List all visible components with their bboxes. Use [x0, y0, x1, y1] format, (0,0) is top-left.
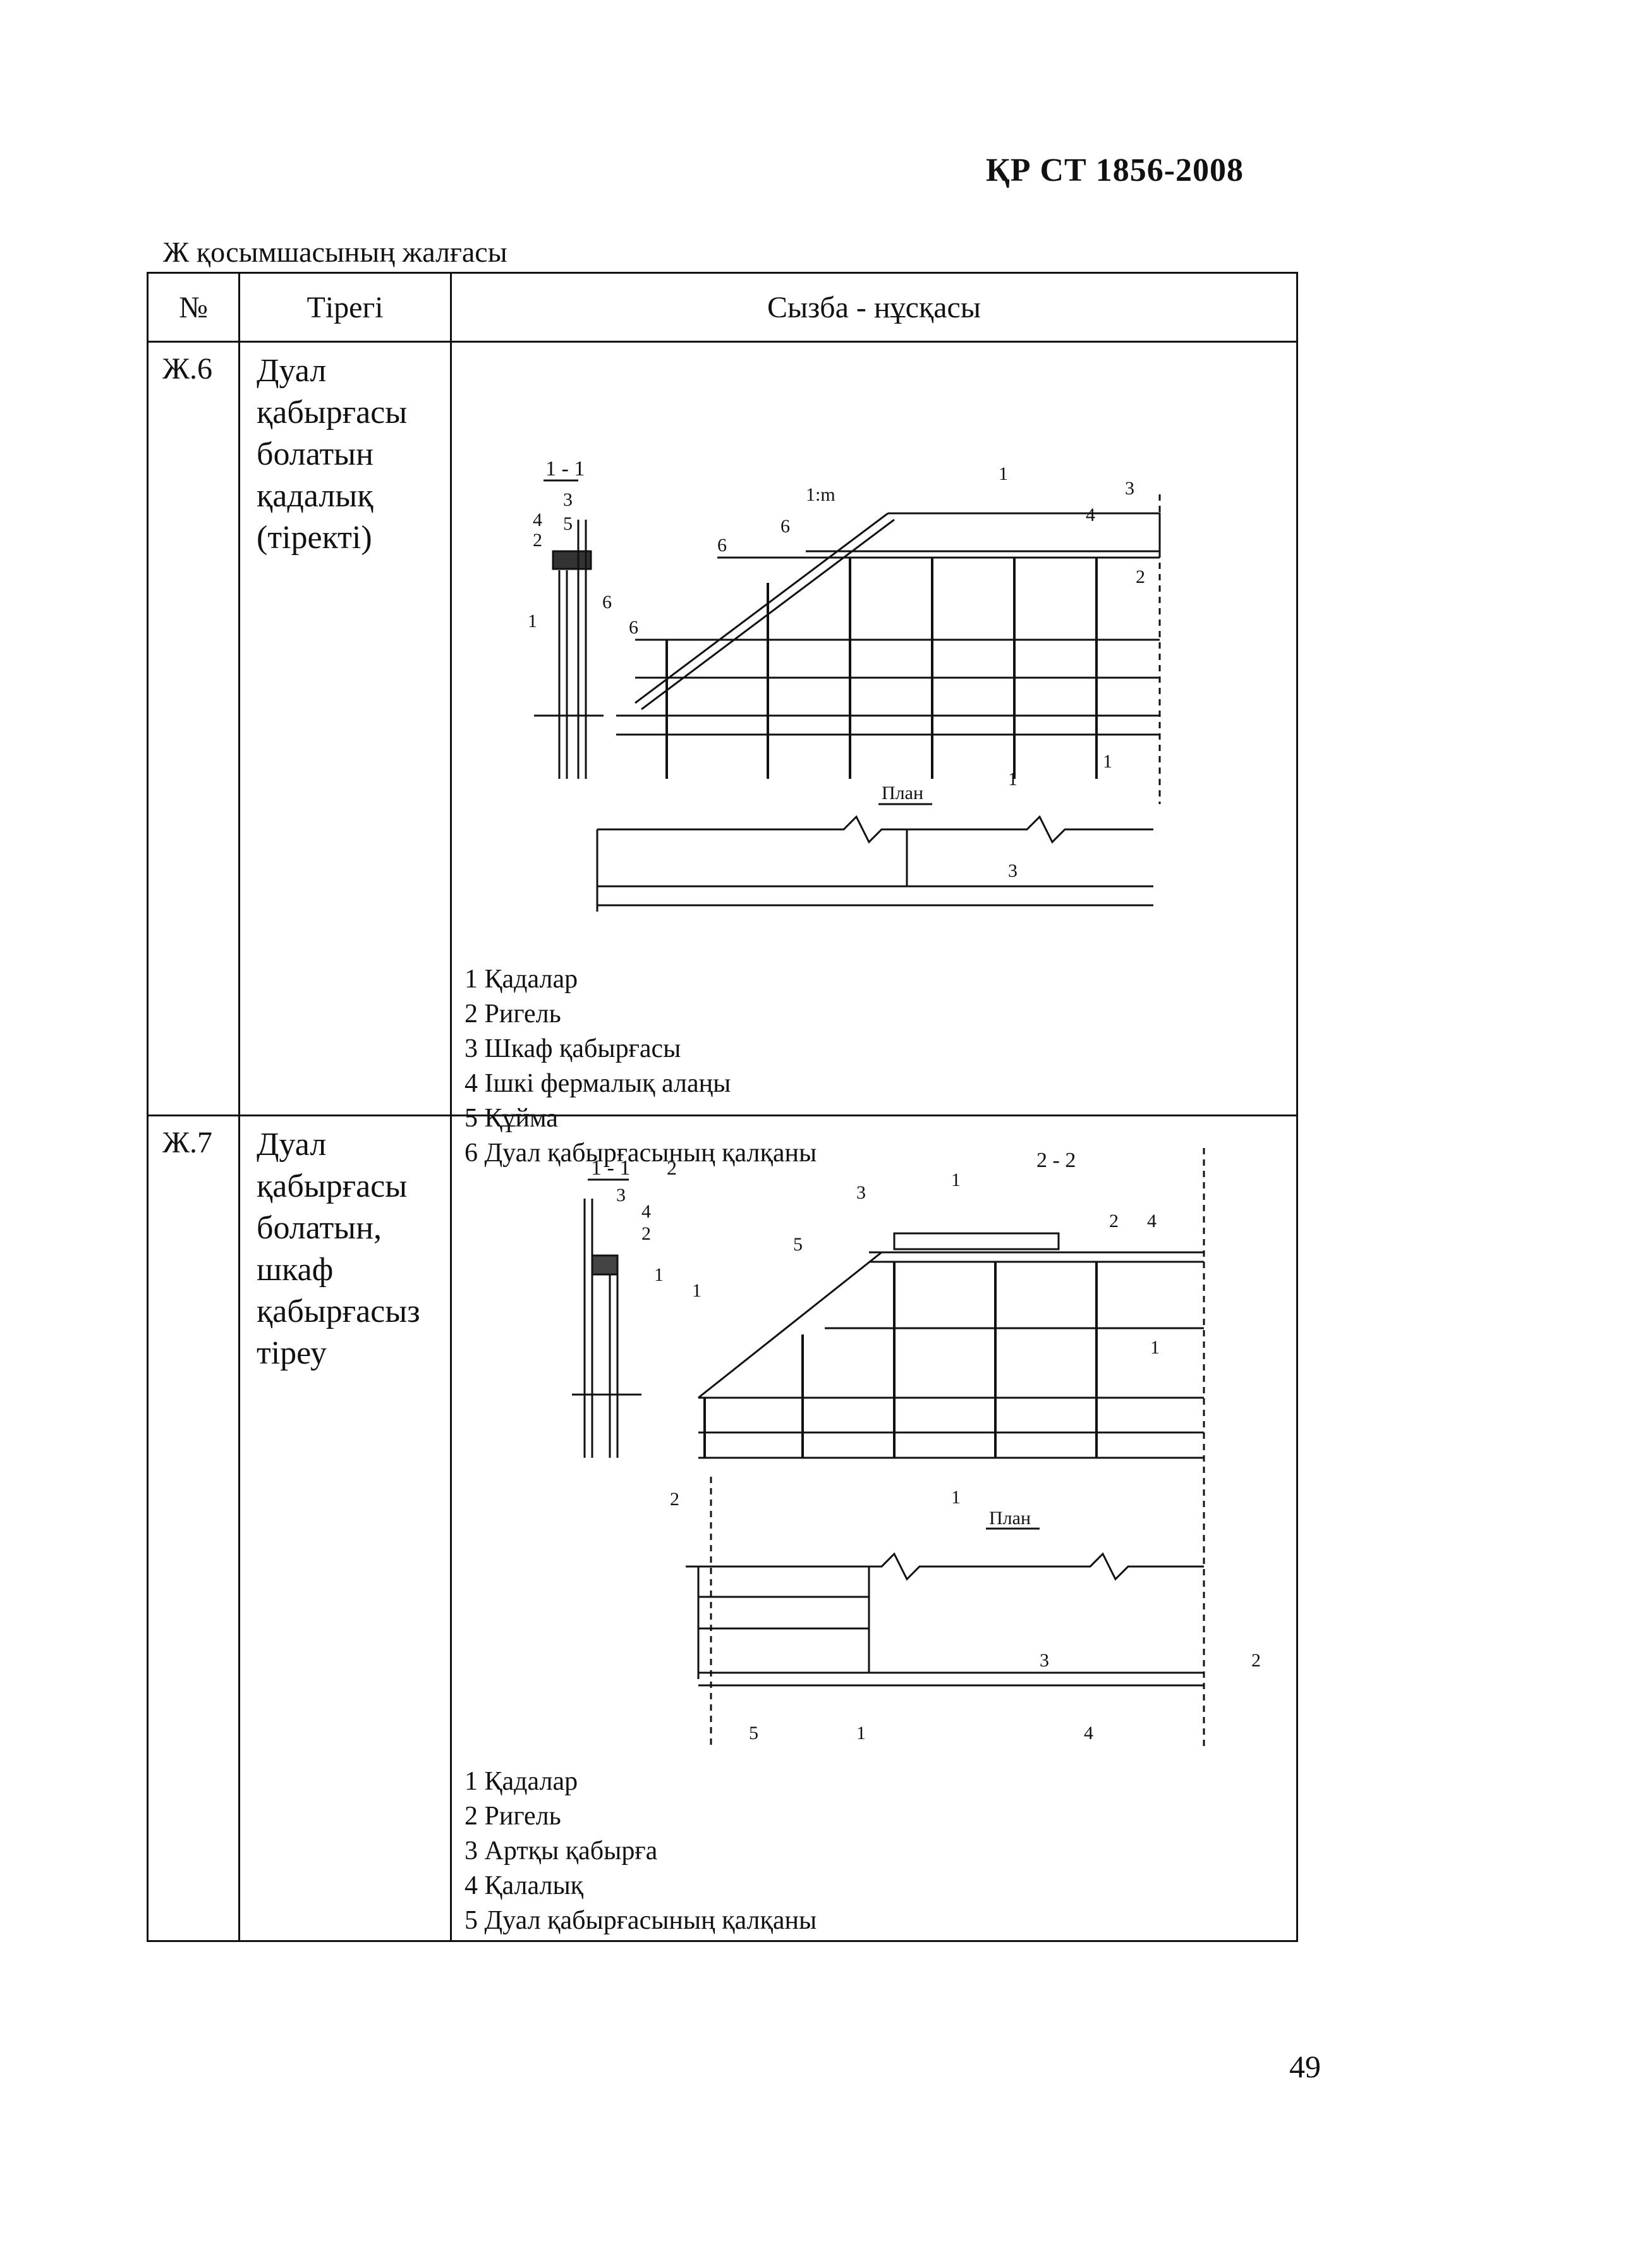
svg-text:1: 1 [951, 1170, 961, 1190]
legend-item: 1 Қадалар [465, 1767, 578, 1796]
svg-text:3: 3 [616, 1185, 626, 1206]
svg-text:4: 4 [641, 1201, 651, 1222]
svg-text:2: 2 [1136, 566, 1145, 587]
svg-text:4: 4 [1084, 1723, 1093, 1744]
legend-item: 2 Ригель [465, 999, 561, 1029]
legend-item: 5 Дуал қабырғасының қалқаны [465, 1906, 817, 1935]
sketch-cell: 1 - 1 3 5 4 2 6 6 1 [450, 341, 1298, 1168]
sketch-drawing-zh6: 1 - 1 3 5 4 2 6 6 1 [528, 457, 1161, 912]
sketch-cell: 1 - 1 2 3 4 2 1 2 - 2 3 1 2 4 5 [450, 1115, 1298, 1942]
svg-text:3: 3 [563, 489, 573, 510]
svg-text:1: 1 [528, 611, 537, 632]
row-number: Ж.7 [147, 1115, 240, 1942]
svg-text:5: 5 [793, 1234, 803, 1255]
plan-label: План [989, 1508, 1031, 1529]
page-number: 49 [1289, 2049, 1321, 2084]
svg-text:3: 3 [1125, 478, 1134, 499]
svg-text:3: 3 [1040, 1650, 1049, 1671]
support-name: Дуал қабырғасы болатын қадалық (тіректі) [238, 341, 452, 1116]
svg-text:3: 3 [1008, 860, 1017, 881]
svg-text:1: 1 [1103, 751, 1112, 772]
column-header-support: Тірегі [238, 272, 452, 343]
svg-text:6: 6 [629, 617, 638, 638]
legend-item: 3 Артқы қабырға [465, 1836, 658, 1866]
svg-text:6: 6 [717, 535, 727, 556]
svg-text:1: 1 [654, 1264, 664, 1285]
table-caption: Ж қосымшасының жалғасы [163, 236, 507, 268]
table-row: Ж.7 Дуал қабырғасы болатын, шкаф қабырға… [147, 1115, 1298, 1942]
svg-text:1: 1 [856, 1723, 866, 1744]
svg-text:2: 2 [670, 1489, 679, 1510]
column-header-sketch: Сызба - нұсқасы [450, 272, 1298, 343]
table-header-row: № Тірегі Сызба - нұсқасы [147, 272, 1298, 343]
svg-text:6: 6 [780, 516, 790, 537]
section-label: 2 - 2 [1036, 1149, 1076, 1172]
column-header-number: № [147, 272, 240, 343]
svg-text:6: 6 [602, 592, 612, 613]
svg-text:2: 2 [533, 530, 542, 551]
svg-text:2: 2 [667, 1156, 677, 1179]
legend-item: 4 Қалалық [465, 1871, 584, 1900]
section-label: 1 - 1 [545, 457, 585, 480]
svg-text:1: 1 [951, 1487, 961, 1508]
sketch-drawing-zh7: 1 - 1 2 3 4 2 1 2 - 2 3 1 2 4 5 [572, 1148, 1261, 1749]
svg-text:2: 2 [1251, 1650, 1261, 1671]
svg-text:2: 2 [1109, 1211, 1119, 1231]
svg-text:4: 4 [533, 510, 542, 530]
appendix-table: № Тірегі Сызба - нұсқасы Ж.6 Дуал қабырғ… [147, 272, 1298, 1942]
svg-text:4: 4 [1086, 504, 1095, 525]
legend-zh7: 1 Қадалар 2 Ригель 3 Артқы қабырға 4 Қал… [465, 1764, 817, 1938]
document-code: ҚР СТ 1856-2008 [986, 152, 1244, 188]
legend-item: 3 Шкаф қабырғасы [465, 1034, 681, 1063]
svg-text:2: 2 [641, 1223, 651, 1244]
slope-label: 1:m [806, 484, 835, 505]
table-row: Ж.6 Дуал қабырғасы болатын қадалық (тіре… [147, 341, 1298, 1168]
section-label: 1 - 1 [591, 1156, 630, 1180]
svg-text:3: 3 [856, 1182, 866, 1203]
svg-text:1: 1 [1008, 769, 1017, 790]
legend-item: 1 Қадалар [465, 965, 578, 994]
svg-text:5: 5 [749, 1723, 758, 1744]
svg-text:4: 4 [1147, 1211, 1157, 1231]
svg-text:1: 1 [999, 463, 1008, 484]
svg-text:1: 1 [1150, 1337, 1160, 1358]
legend-item: 2 Ригель [465, 1802, 561, 1831]
legend-item: 4 Ішкі фермалық алаңы [465, 1069, 731, 1098]
svg-text:1: 1 [692, 1280, 701, 1301]
svg-text:5: 5 [563, 513, 573, 534]
row-number: Ж.6 [147, 341, 240, 1116]
plan-label: План [882, 783, 923, 803]
support-name: Дуал қабырғасы болатын, шкаф қабырғасыз … [238, 1115, 452, 1942]
